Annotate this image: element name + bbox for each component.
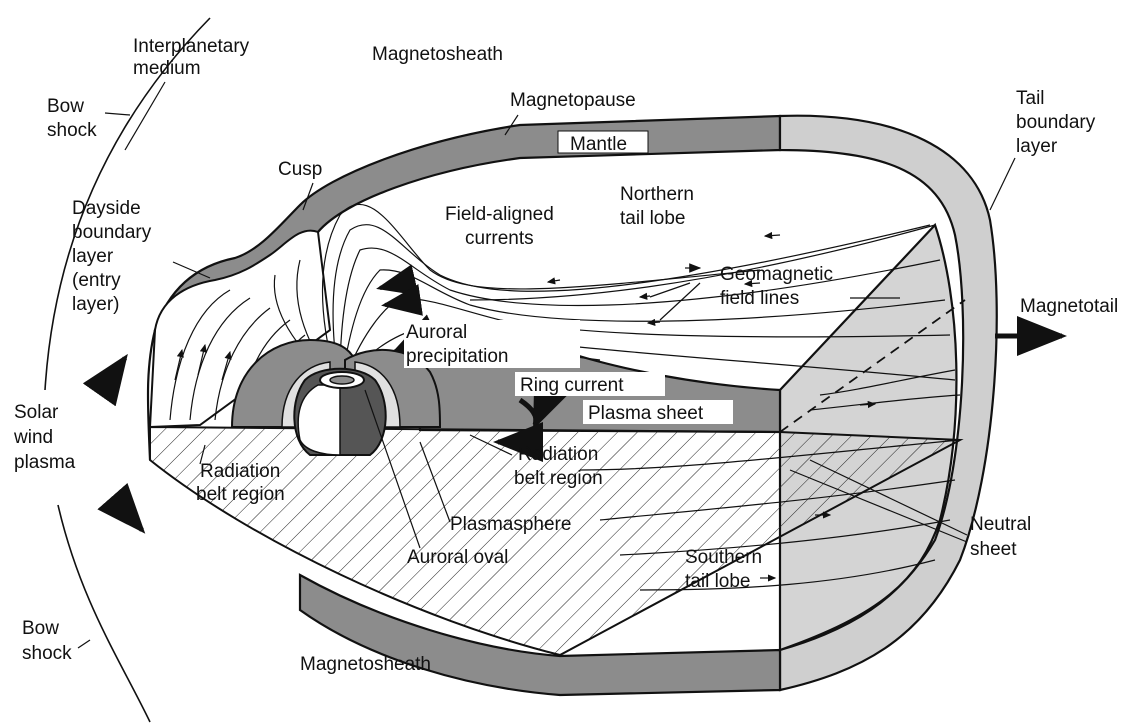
- northern-tail-lobe-label: Northern tail lobe: [620, 184, 699, 229]
- magnetosheath-top-label: Magnetosheath: [372, 44, 503, 65]
- field-aligned-current-arrow-2: [385, 300, 420, 305]
- tail-boundary-layer-label: Tail boundary layer: [1016, 88, 1101, 157]
- bow-shock-top-label: Bow shock: [47, 96, 97, 141]
- magnetotail-label: Magnetotail: [1020, 296, 1118, 317]
- geomagnetic-field-lines-label: Geomagnetic field lines: [720, 264, 838, 309]
- bow-shock-bottom-curve: [58, 505, 150, 722]
- plasma-sheet-label: Plasma sheet: [588, 403, 704, 424]
- solar-wind-arrow-bottom: [108, 510, 142, 530]
- magnetopause-label: Magnetopause: [510, 90, 636, 111]
- magnetosheath-bottom-label: Magnetosheath: [300, 654, 431, 675]
- solar-wind-plasma-label: Solar wind plasma: [13, 402, 76, 473]
- bow-shock-bottom-label: Bow shock: [22, 618, 72, 664]
- dayside-boundary-layer-label: Dayside boundary layer (entry layer): [72, 198, 157, 315]
- field-aligned-currents-label: Field-aligned currents: [445, 204, 559, 249]
- plasmasphere-label: Plasmasphere: [450, 514, 571, 535]
- cusp-label: Cusp: [278, 159, 322, 180]
- interplanetary-medium-label: Interplanetary medium: [133, 36, 254, 79]
- mantle-label: Mantle: [570, 134, 627, 155]
- auroral-oval-ring: [330, 376, 354, 384]
- field-aligned-current-arrow-1: [380, 280, 415, 288]
- ring-current-label: Ring current: [520, 375, 624, 396]
- solar-wind-arrow-top: [92, 358, 125, 382]
- auroral-oval-label: Auroral oval: [407, 547, 508, 568]
- neutral-sheet-label: Neutral sheet: [970, 514, 1037, 560]
